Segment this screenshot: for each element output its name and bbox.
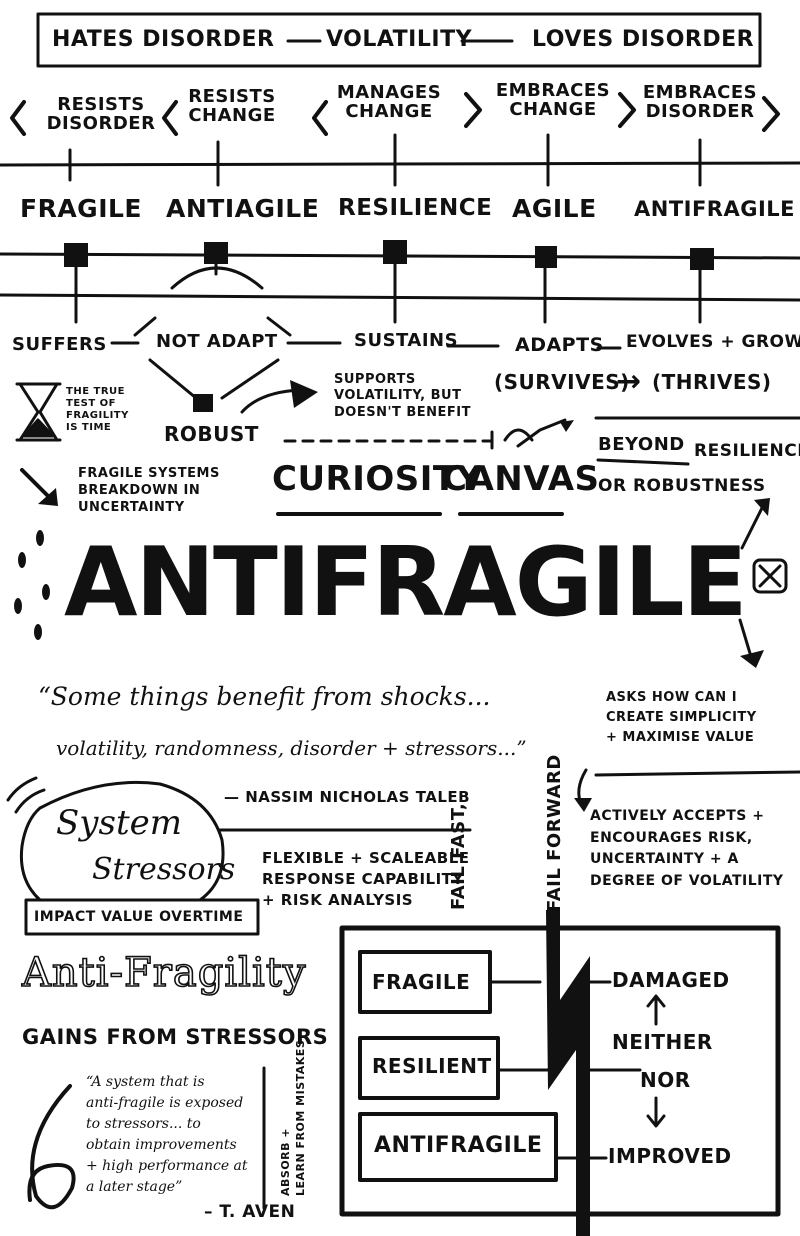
category-fragile: FRAGILE	[20, 194, 143, 223]
impact-label: IMPACT VALUE OVERTIME	[34, 909, 244, 925]
flexible-note: FLEXIBLE + SCALEABLE RESPONSE CAPABILITY…	[262, 849, 470, 909]
result-nor: NOR	[640, 1068, 691, 1092]
behaviour-embraces-disorder: EMBRACES DISORDER	[642, 82, 758, 122]
stressors-label: Stressors	[92, 852, 236, 887]
header-loves-disorder: LOVES DISORDER	[532, 27, 755, 52]
box-antifragile: ANTIFRAGILE	[374, 1133, 543, 1158]
outcome-suffers: SUFFERS	[12, 334, 107, 355]
quote-line-2: volatility, randomness, disorder + stres…	[56, 736, 527, 760]
main-title: ANTIFRAGILE	[64, 528, 748, 638]
behaviour-resists-disorder: RESISTS DISORDER	[46, 94, 156, 134]
result-improved: IMPROVED	[608, 1144, 732, 1168]
chevron-left-icon	[312, 100, 328, 136]
canvas-title: CANVAS	[442, 459, 600, 499]
arrow-icon	[754, 498, 770, 516]
result-neither: NEITHER	[612, 1030, 713, 1054]
thrives-label: (THRIVES)	[652, 370, 772, 394]
hourglass-icon	[15, 382, 62, 442]
beyond-rest: RESILIENCE OR ROBUSTNESS	[598, 441, 800, 496]
category-resilience: RESILIENCE	[338, 195, 493, 221]
header-volatility: VOLATILITY	[326, 27, 473, 52]
arrow-icon	[560, 420, 574, 432]
node-fragile	[64, 243, 88, 267]
category-agile: AGILE	[512, 194, 597, 223]
lightning-bolt-icon	[546, 910, 590, 1236]
behaviour-resists-change: RESISTS CHANGE	[188, 86, 276, 126]
actively-note: ACTIVELY ACCEPTS + ENCOURAGES RISK, UNCE…	[590, 808, 784, 890]
robust-label: ROBUST	[164, 422, 259, 446]
category-antiagile: ANTIAGILE	[166, 194, 320, 223]
box-fragile: FRAGILE	[372, 970, 471, 994]
fail-fast-label: FAIL FAST,	[448, 802, 469, 910]
behaviour-embraces-change: EMBRACES CHANGE	[495, 80, 611, 120]
speech-bubble	[19, 780, 225, 902]
aven-quote: “A system that is anti-fragile is expose…	[86, 1074, 248, 1195]
header-box	[36, 12, 762, 68]
impact-box	[24, 898, 260, 936]
system-label: System	[56, 803, 182, 843]
node-robust	[193, 394, 213, 412]
node-antifragile	[690, 248, 714, 270]
node-agile	[535, 246, 557, 268]
result-damaged: DAMAGED	[612, 968, 730, 992]
quote-author: — NASSIM NICHOLAS TALEB	[224, 788, 471, 806]
box-resilient: RESILIENT	[372, 1054, 492, 1078]
arrow-icon	[740, 650, 764, 668]
survives-label: (SURVIVES)	[494, 370, 630, 394]
trend-chart-icon	[490, 418, 567, 450]
arrow-icon	[290, 380, 318, 408]
header-hates-disorder: HATES DISORDER	[52, 27, 275, 52]
arrow-icon	[38, 488, 58, 506]
chevron-right-icon	[762, 96, 780, 132]
box-x-icon	[752, 558, 788, 594]
curiosity-title: CURIOSITY	[272, 459, 482, 499]
anti-fragility-title: Anti-Fragility	[21, 950, 307, 996]
node-resilience	[383, 240, 407, 264]
true-test-note: THE TRUE TEST OF FRAGILITY IS TIME	[66, 386, 129, 433]
arrow-icon	[574, 798, 592, 812]
quote-line-1: “Some things benefit from shocks...	[38, 682, 491, 711]
behaviour-manages-change: MANAGES CHANGE	[336, 82, 442, 122]
absorb-note: ABSORB + LEARN FROM MISTAKES	[279, 1039, 308, 1196]
outcome-not-adapt: NOT ADAPT	[156, 331, 278, 352]
chevron-left-icon	[10, 100, 26, 136]
category-antifragile: ANTIFRAGILE	[634, 197, 796, 221]
fragile-breakdown-note: FRAGILE SYSTEMS BREAKDOWN IN UNCERTAINTY	[78, 466, 220, 515]
chevron-right-icon	[464, 92, 482, 128]
outcome-sustains: SUSTAINS	[354, 330, 459, 351]
outcome-adapts: ADAPTS	[515, 334, 604, 356]
chevron-right-icon	[618, 92, 636, 128]
chevron-left-icon	[162, 100, 178, 136]
outcome-evolves-grows: EVOLVES + GROWS	[626, 332, 800, 352]
gains-label: GAINS FROM STRESSORS	[22, 1025, 329, 1049]
beyond-label: BEYOND	[598, 434, 685, 455]
arrow-right-icon: →	[616, 364, 642, 399]
robust-note: SUPPORTS VOLATILITY, BUT DOESN'T BENEFIT	[334, 372, 471, 420]
node-antiagile	[204, 242, 228, 264]
aven-author: – T. AVEN	[204, 1202, 296, 1222]
fail-forward-label: FAIL FORWARD	[544, 754, 565, 912]
asks-note: ASKS HOW CAN I CREATE SIMPLICITY + MAXIM…	[606, 690, 757, 746]
